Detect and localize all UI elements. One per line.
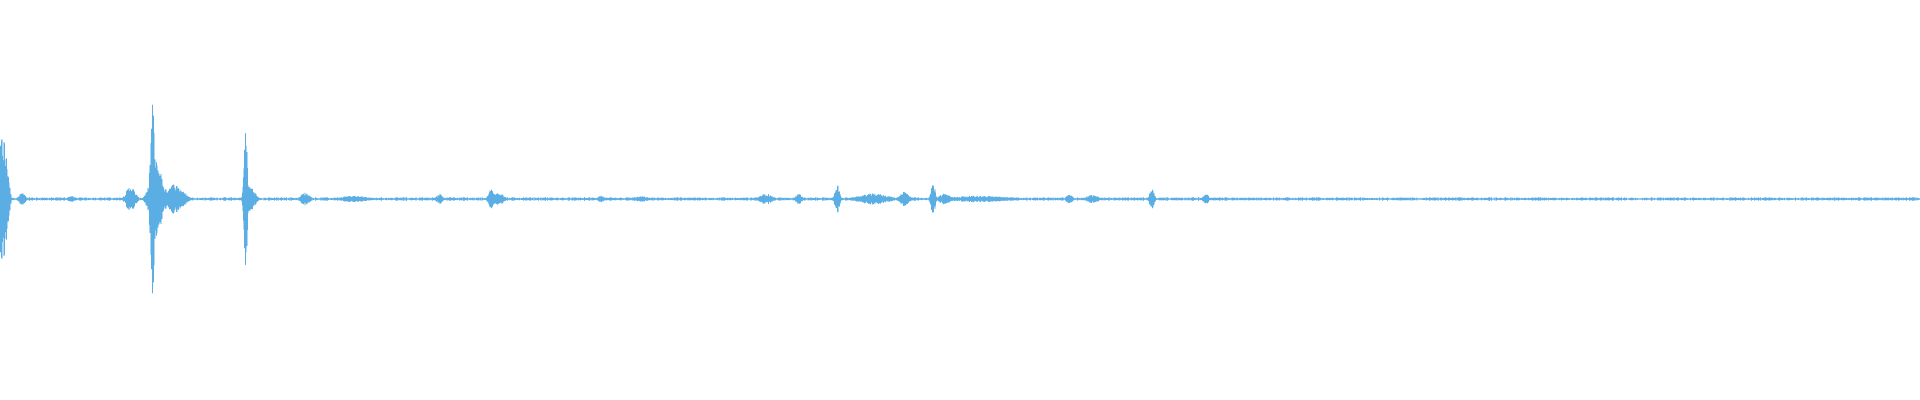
waveform-trace (0, 104, 1920, 294)
